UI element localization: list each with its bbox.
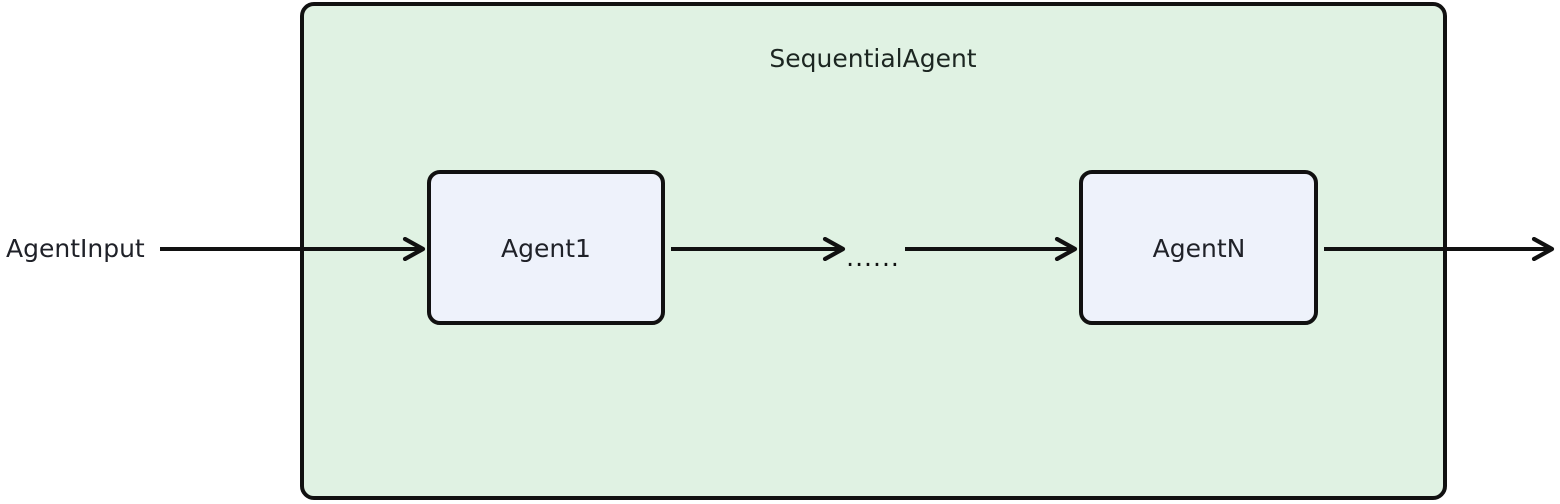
agent-input-label: AgentInput (6, 234, 145, 263)
agents-ellipsis: ...... (846, 243, 900, 272)
sequential-agent-title: SequentialAgent (769, 44, 976, 73)
node-agentn[interactable]: AgentN (1079, 170, 1318, 325)
agent1-label: Agent1 (501, 234, 591, 263)
agent1-box[interactable] (427, 170, 665, 325)
agentn-box[interactable] (1079, 170, 1318, 325)
node-agent1[interactable]: Agent1 (427, 170, 665, 325)
agentn-label: AgentN (1153, 234, 1246, 263)
